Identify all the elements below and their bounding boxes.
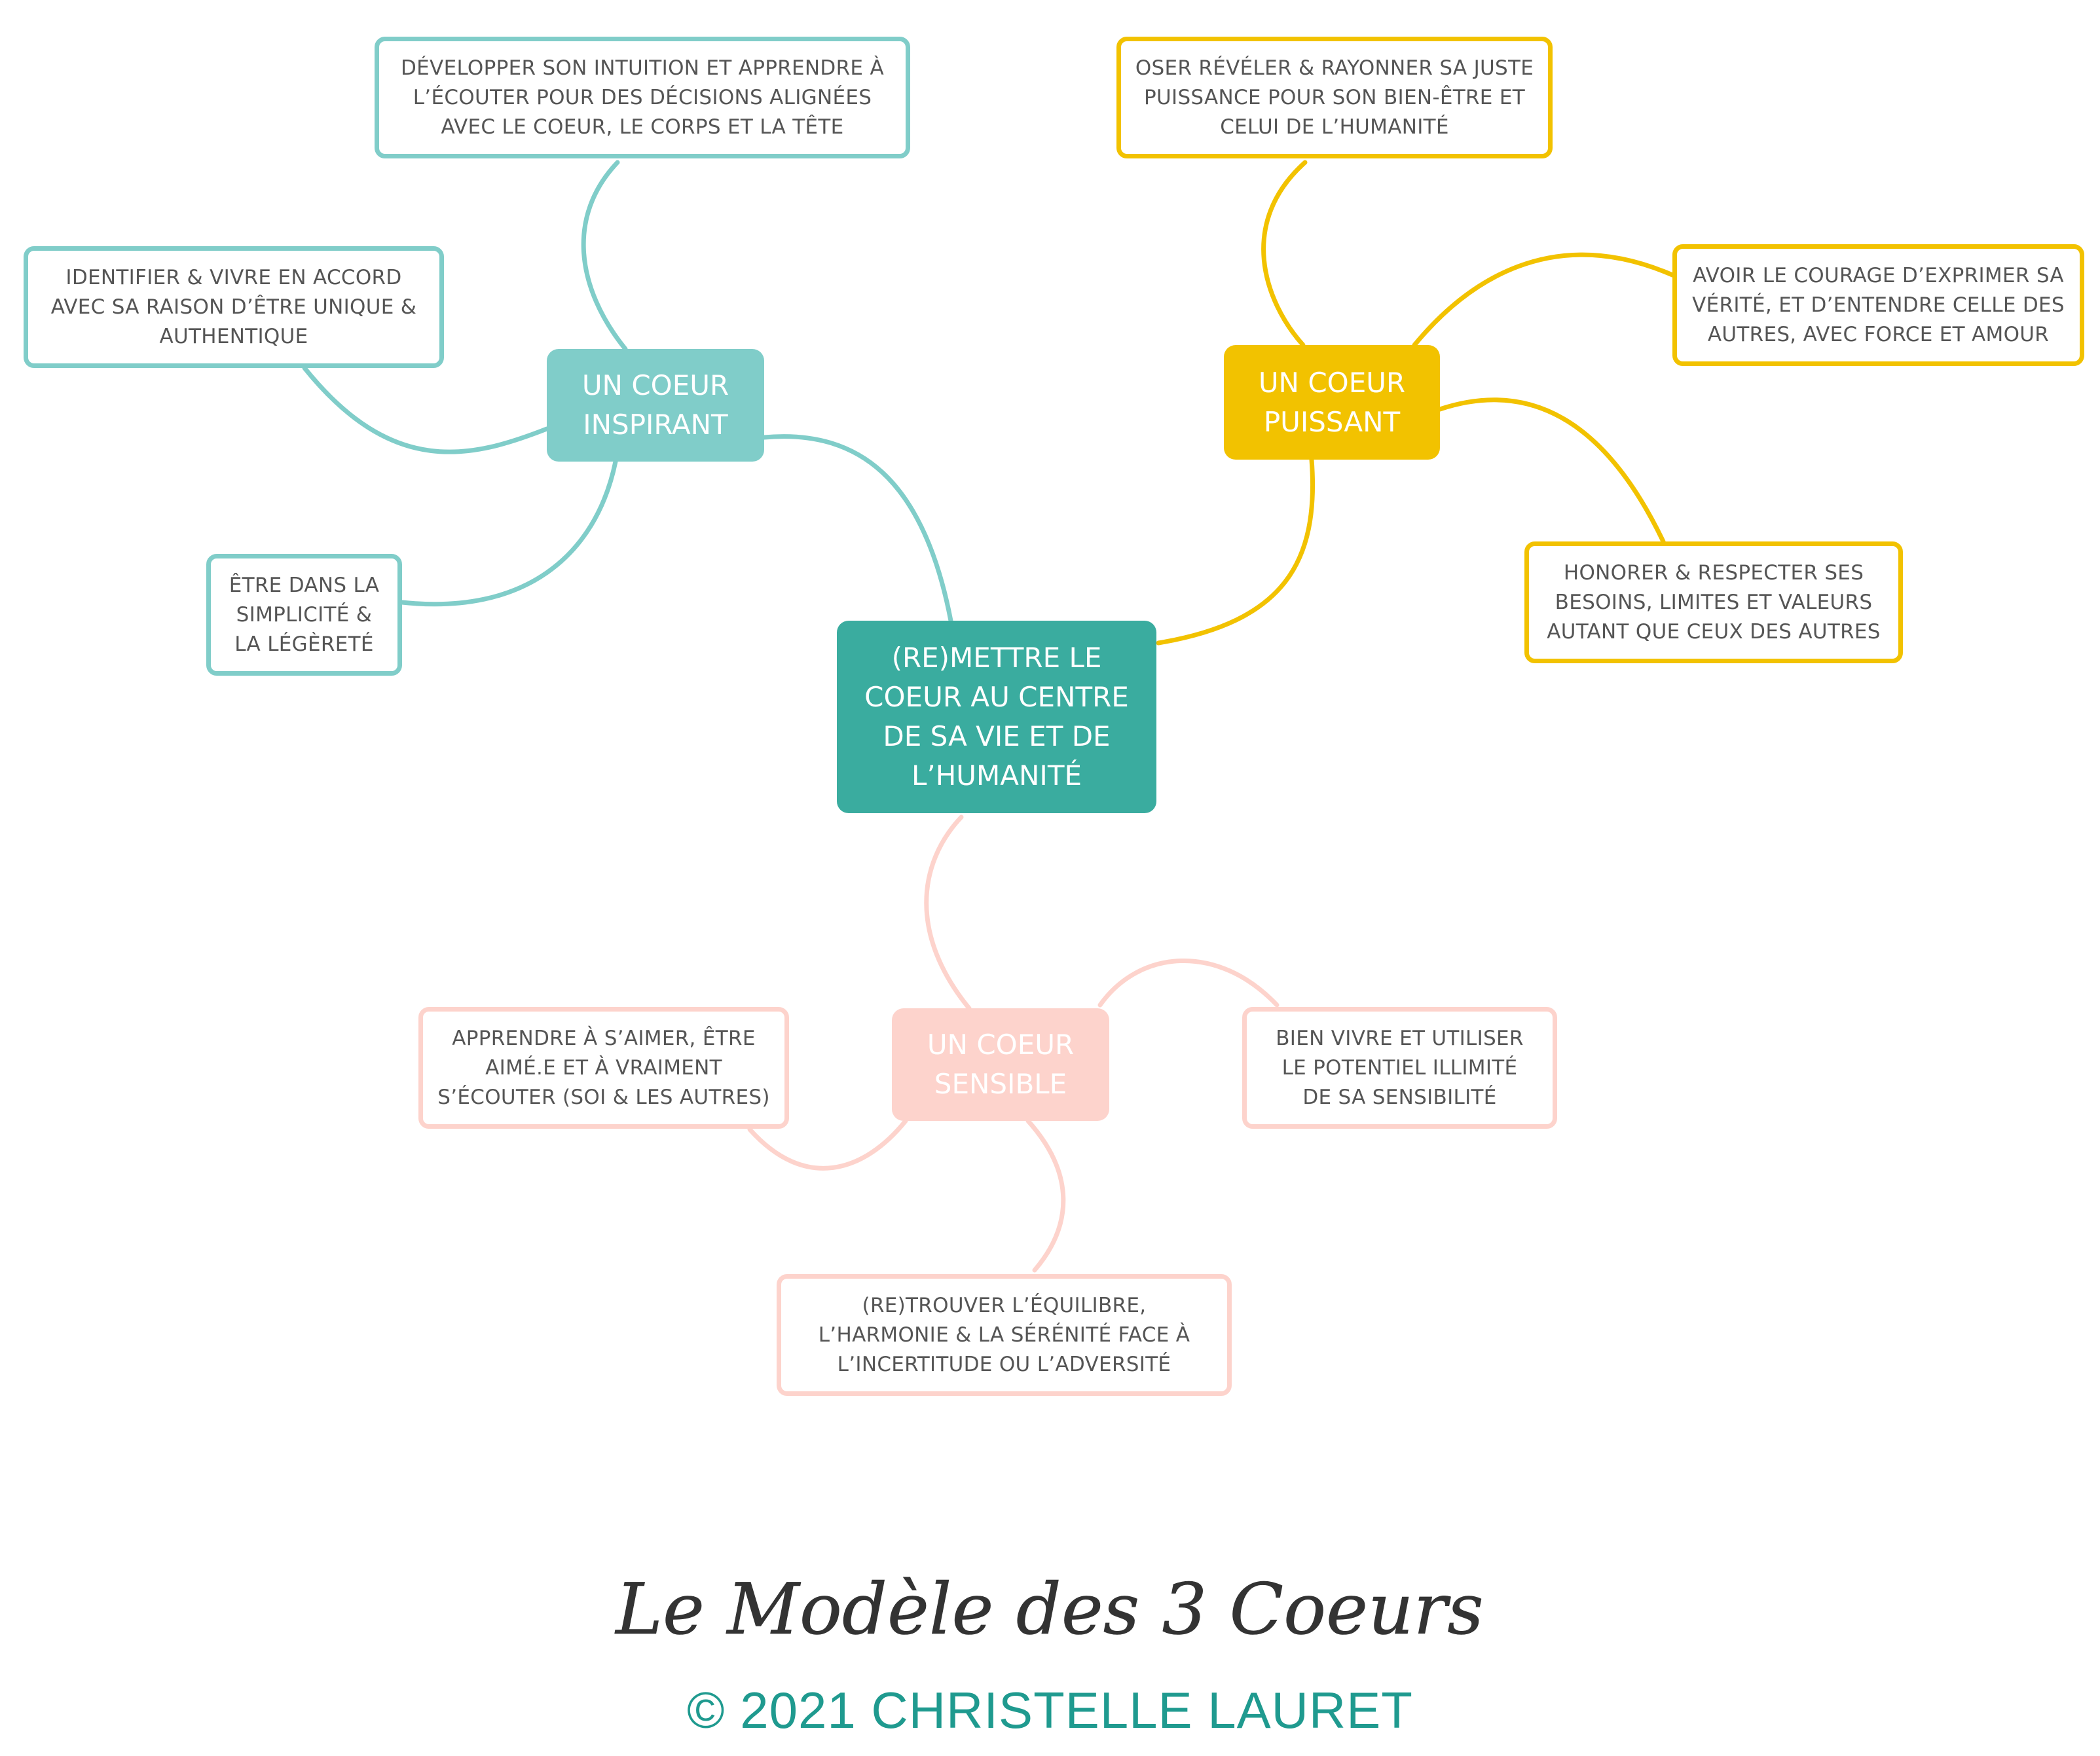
link-puissant-besoins bbox=[1437, 397, 1666, 544]
link-sensible-aimer bbox=[747, 1118, 908, 1171]
leaf-raison-detre: IDENTIFIER & VIVRE EN ACCORD AVEC SA RAI… bbox=[24, 246, 444, 368]
leaf-rayonner: OSER RÉVÉLER & RAYONNER SA JUSTE PUISSAN… bbox=[1116, 37, 1553, 158]
link-inspirant-simplicite bbox=[399, 459, 618, 607]
leaf-equilibre: (RE)TROUVER L’ÉQUILIBRE, L’HARMONIE & LA… bbox=[777, 1274, 1232, 1396]
link-inspirant-intuition bbox=[581, 160, 628, 352]
link-center-sensible bbox=[924, 814, 972, 1011]
leaf-courage: AVOIR LE COURAGE D’EXPRIMER SA VÉRITÉ, E… bbox=[1672, 244, 2084, 366]
leaf-besoins: HONORER & RESPECTER SES BESOINS, LIMITES… bbox=[1524, 541, 1903, 663]
link-puissant-courage bbox=[1412, 252, 1675, 348]
link-center-inspirant bbox=[762, 434, 953, 623]
leaf-aimer: APPRENDRE À S’AIMER, ÊTRE AIMÉ.E ET À VR… bbox=[418, 1007, 789, 1129]
leaf-simplicite: ÊTRE DANS LA SIMPLICITÉ & LA LÉGÈRETÉ bbox=[206, 554, 402, 676]
link-center-puissant bbox=[1156, 457, 1316, 646]
script-title: Le Modèle des 3 Coeurs bbox=[614, 1569, 1484, 1651]
leaf-sensibilite: BIEN VIVRE ET UTILISER LE POTENTIEL ILLI… bbox=[1242, 1007, 1557, 1129]
link-sensible-sensibilite bbox=[1097, 958, 1280, 1008]
link-inspirant-raison bbox=[302, 365, 549, 454]
link-sensible-equilibre bbox=[1025, 1118, 1066, 1273]
central-node: (RE)METTRE LE COEUR AU CENTRE DE SA VIE … bbox=[837, 621, 1156, 813]
leaf-intuition: DÉVELOPPER SON INTUITION ET APPRENDRE À … bbox=[375, 37, 910, 158]
script-title-text: Le Modèle des 3 Coeurs bbox=[614, 1569, 1483, 1651]
branch-coeur-sensible: UN COEUR SENSIBLE bbox=[892, 1008, 1109, 1121]
link-puissant-rayonner bbox=[1261, 160, 1308, 348]
copyright-notice: © 2021 CHRISTELLE LAURET bbox=[687, 1681, 1413, 1739]
branch-coeur-inspirant: UN COEUR INSPIRANT bbox=[547, 349, 764, 462]
branch-coeur-puissant: UN COEUR PUISSANT bbox=[1224, 345, 1440, 460]
